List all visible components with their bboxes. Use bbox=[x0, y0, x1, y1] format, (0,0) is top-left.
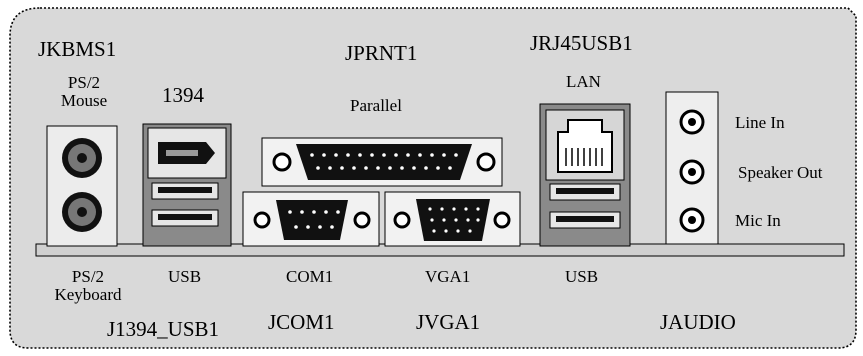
label-ps2-keyboard-line2: Keyboard bbox=[54, 284, 122, 304]
label-line-in: Line In bbox=[735, 113, 785, 132]
header-jcom1: JCOM1 bbox=[268, 310, 335, 334]
label-1394: 1394 bbox=[162, 83, 204, 107]
header-jvga1: JVGA1 bbox=[416, 310, 481, 334]
vga-port bbox=[384, 191, 521, 247]
label-speaker-out: Speaker Out bbox=[738, 163, 823, 182]
label-parallel: Parallel bbox=[350, 96, 402, 115]
label-ps2-mouse-line1: PS/2 bbox=[67, 73, 101, 92]
header-jprnt1: JPRNT1 bbox=[345, 41, 418, 65]
parallel-connector-icon bbox=[296, 144, 472, 180]
ps2-port-stack bbox=[46, 125, 118, 247]
ieee1394-usb-stack bbox=[142, 123, 232, 247]
label-usb-right: USB bbox=[565, 267, 599, 286]
audio-jack-stack bbox=[665, 91, 719, 245]
com-connector-icon bbox=[276, 200, 348, 240]
label-com1: COM1 bbox=[286, 267, 334, 286]
parallel-port bbox=[261, 137, 503, 187]
label-ps2-keyboard: PS/2 Keyboard bbox=[40, 268, 136, 304]
label-mic-in: Mic In bbox=[735, 211, 781, 230]
label-lan: LAN bbox=[566, 72, 601, 91]
label-ps2-mouse: PS/2 Mouse bbox=[52, 74, 116, 110]
label-ps2-keyboard-line1: PS/2 bbox=[71, 267, 105, 286]
header-jkbms1: JKBMS1 bbox=[38, 37, 117, 61]
header-jaudio: JAUDIO bbox=[660, 310, 736, 334]
com-port bbox=[242, 191, 380, 247]
header-j1394-usb1: J1394_USB1 bbox=[107, 317, 220, 341]
lan-usb-stack bbox=[539, 103, 631, 247]
label-usb-left: USB bbox=[168, 267, 202, 286]
label-ps2-mouse-line2: Mouse bbox=[60, 90, 108, 110]
header-jrj45usb1: JRJ45USB1 bbox=[530, 31, 633, 55]
label-vga1: VGA1 bbox=[425, 267, 471, 286]
